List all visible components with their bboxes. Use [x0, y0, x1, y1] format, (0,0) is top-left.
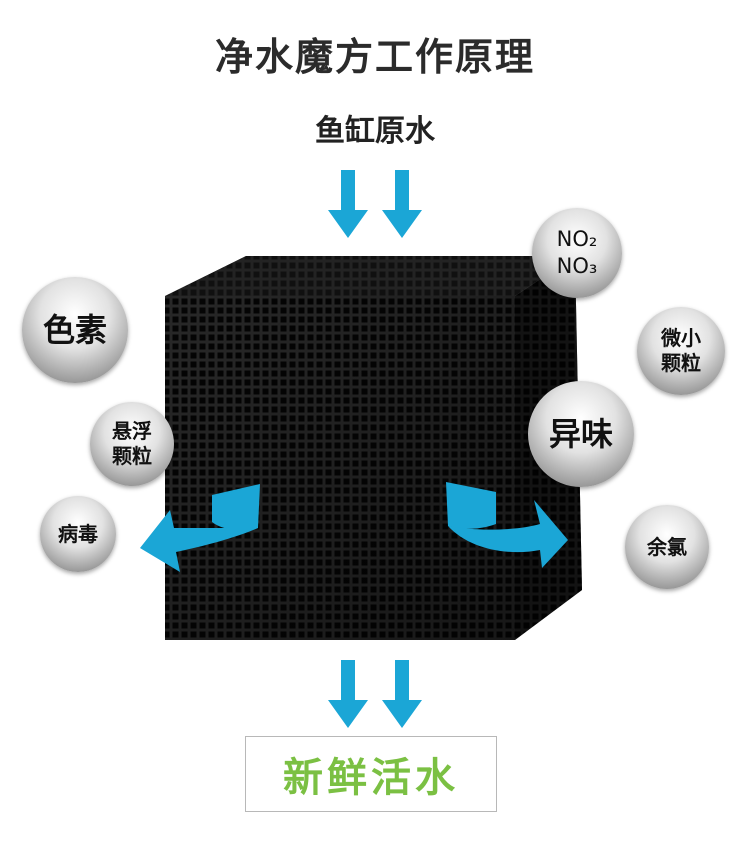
curved-arrow-icon: [212, 484, 260, 530]
down-arrow-icon: [328, 660, 368, 728]
diagram-title: 净水魔方工作原理: [214, 35, 535, 79]
pollutant-bubble-pigment: 色素: [22, 277, 128, 383]
pollutant-bubble-residual-chlorine: 余氯: [625, 505, 709, 589]
left-flow-arrow: [140, 484, 260, 572]
filter-cube: [165, 256, 582, 640]
pollutant-bubble-odor: 异味: [528, 381, 634, 487]
curved-arrow-icon: [448, 500, 568, 568]
down-arrow-icon: [328, 170, 368, 238]
curved-arrow-icon: [140, 510, 258, 572]
pollutant-bubble-suspended-particles: 悬浮 颗粒: [90, 402, 174, 486]
output-arrows: [328, 660, 422, 728]
down-arrow-icon: [382, 170, 422, 238]
output-label: 新鲜活水: [283, 755, 459, 801]
input-arrows: [328, 170, 422, 238]
output-box: 新鲜活水: [245, 736, 497, 812]
pollutant-bubble-virus: 病毒: [40, 496, 116, 572]
down-arrow-icon: [382, 660, 422, 728]
input-label: 鱼缸原水: [315, 114, 435, 149]
curved-arrow-icon: [446, 482, 496, 529]
pollutant-bubble-nitrite-nitrate: NO₂ NO₃: [532, 208, 622, 298]
pollutant-bubble-micro-particles: 微小 颗粒: [637, 307, 725, 395]
right-flow-arrow: [446, 482, 568, 568]
